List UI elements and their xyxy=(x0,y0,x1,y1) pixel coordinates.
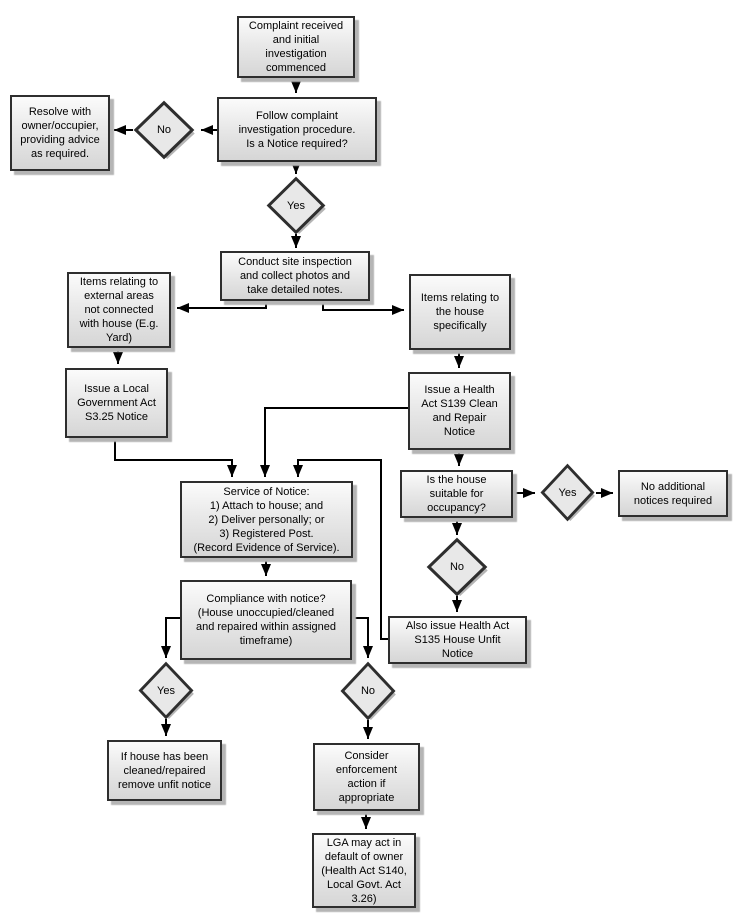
decision-label: Yes xyxy=(558,486,577,499)
decision-compliance-yes: Yes xyxy=(137,661,195,720)
node-also-issue-s135: Also issue Health Act S135 House Unfit N… xyxy=(388,616,527,664)
node-label: Also issue Health Act S135 House Unfit N… xyxy=(405,620,510,660)
node-lga-default-action: LGA may act in default of owner (Health … xyxy=(312,833,416,908)
decision-label: Yes xyxy=(157,684,175,697)
edge-conduct-to-items-external xyxy=(177,301,267,313)
decision-notice-required-yes: Yes xyxy=(265,176,327,235)
edge-s139-to-service xyxy=(260,407,408,477)
node-label: LGA may act in default of owner (Health … xyxy=(321,836,407,905)
node-consider-enforcement: Consider enforcement action if appropria… xyxy=(313,743,420,811)
diamond-shape xyxy=(266,176,326,235)
decision-notice-required-no: No xyxy=(132,100,196,160)
node-no-additional-notices: No additional notices required xyxy=(618,470,728,517)
node-label: Items relating to the house specifically xyxy=(420,292,500,332)
node-label: Complaint received and initial investiga… xyxy=(248,20,344,74)
decision-label: No xyxy=(156,124,172,136)
decision-suitable-yes: Yes xyxy=(539,463,596,522)
edge-compliance-to-yes xyxy=(161,617,180,658)
node-label: Follow complaint investigation procedure… xyxy=(238,109,356,150)
node-conduct-site-inspection: Conduct site inspection and collect phot… xyxy=(220,251,370,301)
node-label: Items relating to external areas not con… xyxy=(79,276,159,344)
decision-label: No xyxy=(449,561,465,573)
diamond-shape xyxy=(540,463,595,522)
node-label: Consider enforcement action if appropria… xyxy=(335,750,398,804)
node-resolve-with-owner: Resolve with owner/occupier, providing a… xyxy=(10,95,110,171)
diamond-shape xyxy=(426,537,488,597)
edge-lga-to-service xyxy=(114,438,237,477)
node-complaint-received: Complaint received and initial investiga… xyxy=(237,16,355,78)
diamond-shape xyxy=(340,661,396,721)
node-compliance-with-notice: Compliance with notice? (House unoccupie… xyxy=(180,580,352,660)
node-follow-procedure: Follow complaint investigation procedure… xyxy=(217,97,377,162)
node-label: Resolve with owner/occupier, providing a… xyxy=(20,106,100,160)
node-label: Service of Notice: 1) Attach to house; a… xyxy=(193,485,340,554)
edge-conduct-to-items-house xyxy=(322,301,404,315)
node-issue-lga-notice: Issue a Local Government Act S3.25 Notic… xyxy=(65,368,168,438)
node-label: No additional notices required xyxy=(633,480,713,507)
diamond-shape xyxy=(138,661,194,720)
decision-compliance-no: No xyxy=(339,661,397,721)
node-label: Is the house suitable for occupancy? xyxy=(426,474,487,514)
decision-label: No xyxy=(360,685,376,697)
node-issue-health-s139: Issue a Health Act S139 Clean and Repair… xyxy=(408,372,511,450)
node-items-house: Items relating to the house specifically xyxy=(409,274,511,350)
edge-s135-to-service xyxy=(293,459,388,640)
decision-suitable-no: No xyxy=(425,537,489,597)
node-label: Issue a Health Act S139 Clean and Repair… xyxy=(421,384,498,438)
decision-label: Yes xyxy=(287,199,305,212)
node-label: Conduct site inspection and collect phot… xyxy=(238,256,352,296)
node-label: Compliance with notice? (House unoccupie… xyxy=(195,593,337,647)
node-service-of-notice: Service of Notice: 1) Attach to house; a… xyxy=(180,481,353,558)
node-items-external-areas: Items relating to external areas not con… xyxy=(67,272,171,348)
node-suitable-occupancy: Is the house suitable for occupancy? xyxy=(400,470,513,518)
node-label: If house has been cleaned/repaired remov… xyxy=(118,750,211,791)
node-cleaned-remove-notice: If house has been cleaned/repaired remov… xyxy=(107,740,222,801)
diamond-shape xyxy=(133,100,195,160)
edge-compliance-to-no xyxy=(352,617,373,658)
node-label: Issue a Local Government Act S3.25 Notic… xyxy=(77,383,156,423)
